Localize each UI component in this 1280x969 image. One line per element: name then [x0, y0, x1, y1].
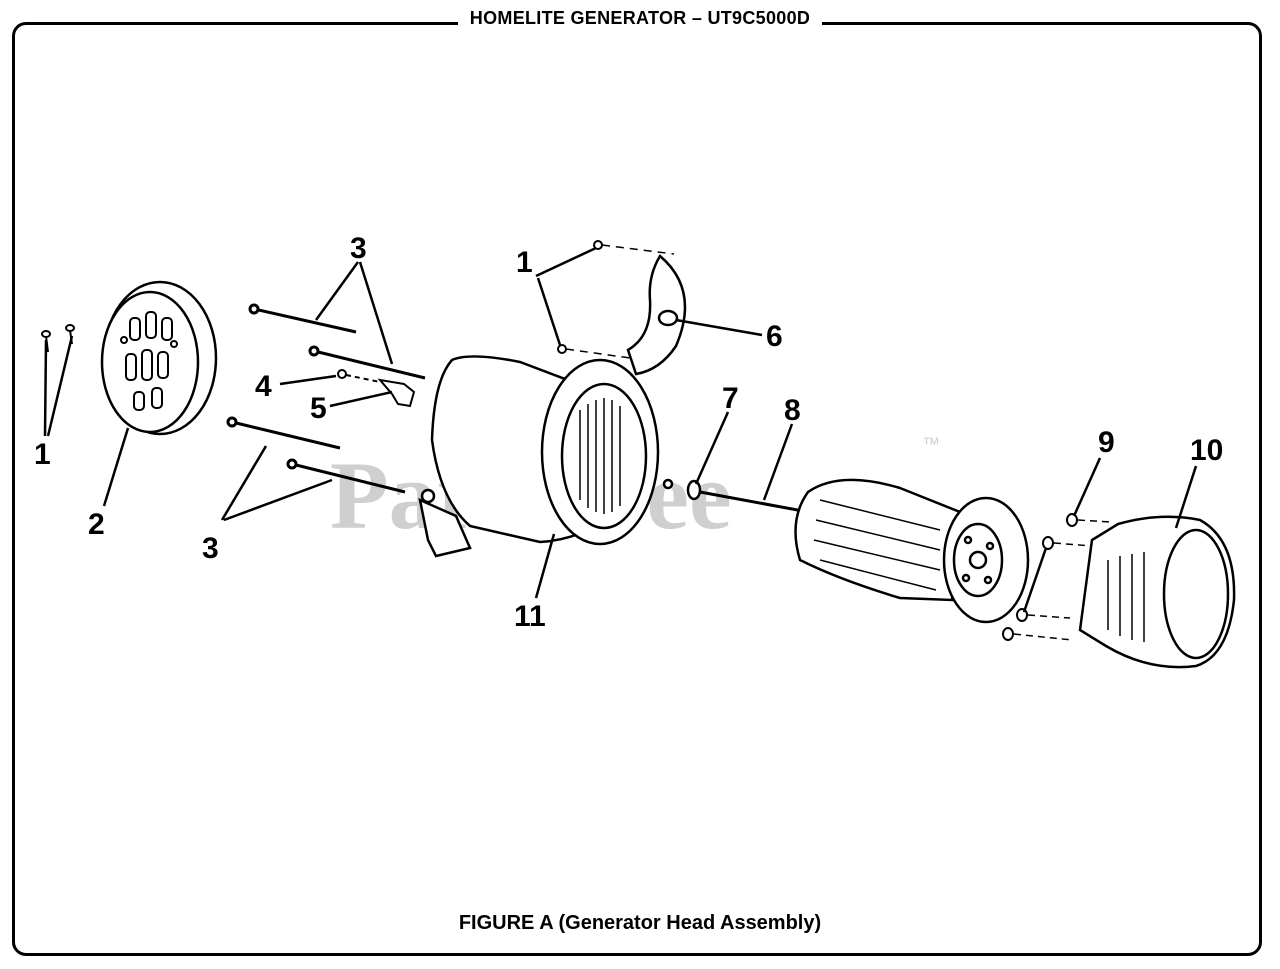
part-4-screw: [337, 369, 381, 383]
figure-caption: FIGURE A (Generator Head Assembly): [458, 912, 822, 934]
part-7-washer: [662, 478, 702, 501]
part-10-rear-bearing-carrier: [1078, 515, 1236, 669]
callout-3-top: 3: [350, 232, 367, 265]
part-9-screws: [1002, 513, 1078, 641]
leader-1-top: [535, 246, 597, 346]
leader-6: [675, 318, 763, 337]
leader-1-left: [43, 335, 74, 437]
callout-6: 6: [766, 320, 783, 353]
leader-4: [279, 374, 337, 386]
rotor-assembly: [794, 478, 1030, 624]
leader-3-top: [314, 261, 394, 365]
callout-4: 4: [255, 370, 272, 403]
callout-9: 9: [1098, 426, 1115, 459]
callout-2: 2: [88, 508, 105, 541]
callout-5: 5: [310, 392, 327, 425]
leader-2: [102, 427, 130, 507]
callout-7: 7: [722, 382, 739, 415]
part-3-through-bolts: [226, 303, 426, 494]
leader-11: [534, 533, 556, 599]
dashed-guides-9: [1013, 519, 1111, 641]
callout-1-left: 1: [34, 438, 51, 471]
watermark-tm: ™: [922, 434, 940, 454]
leader-7: [694, 411, 730, 485]
leader-10: [1174, 465, 1198, 529]
callout-1-top: 1: [516, 246, 533, 279]
callout-11: 11: [514, 600, 546, 633]
part-1-screws-top: [557, 240, 603, 354]
part-2-end-cover: [100, 280, 218, 436]
leader-3-bottom: [220, 445, 333, 522]
leader-9: [1022, 457, 1102, 613]
diagram-title: HOMELITE GENERATOR – UT9C5000D: [0, 8, 1280, 29]
part-11-stator-housing: [418, 355, 660, 558]
dashed-guides-6: [565, 244, 675, 359]
leader-8: [762, 423, 794, 501]
callout-10: 10: [1190, 434, 1223, 467]
part-6-cover-plate: [626, 254, 687, 376]
callout-8: 8: [784, 394, 801, 427]
part-5-bracket: [377, 378, 416, 408]
leader-5: [329, 390, 393, 408]
callout-3-bottom: 3: [202, 532, 219, 565]
